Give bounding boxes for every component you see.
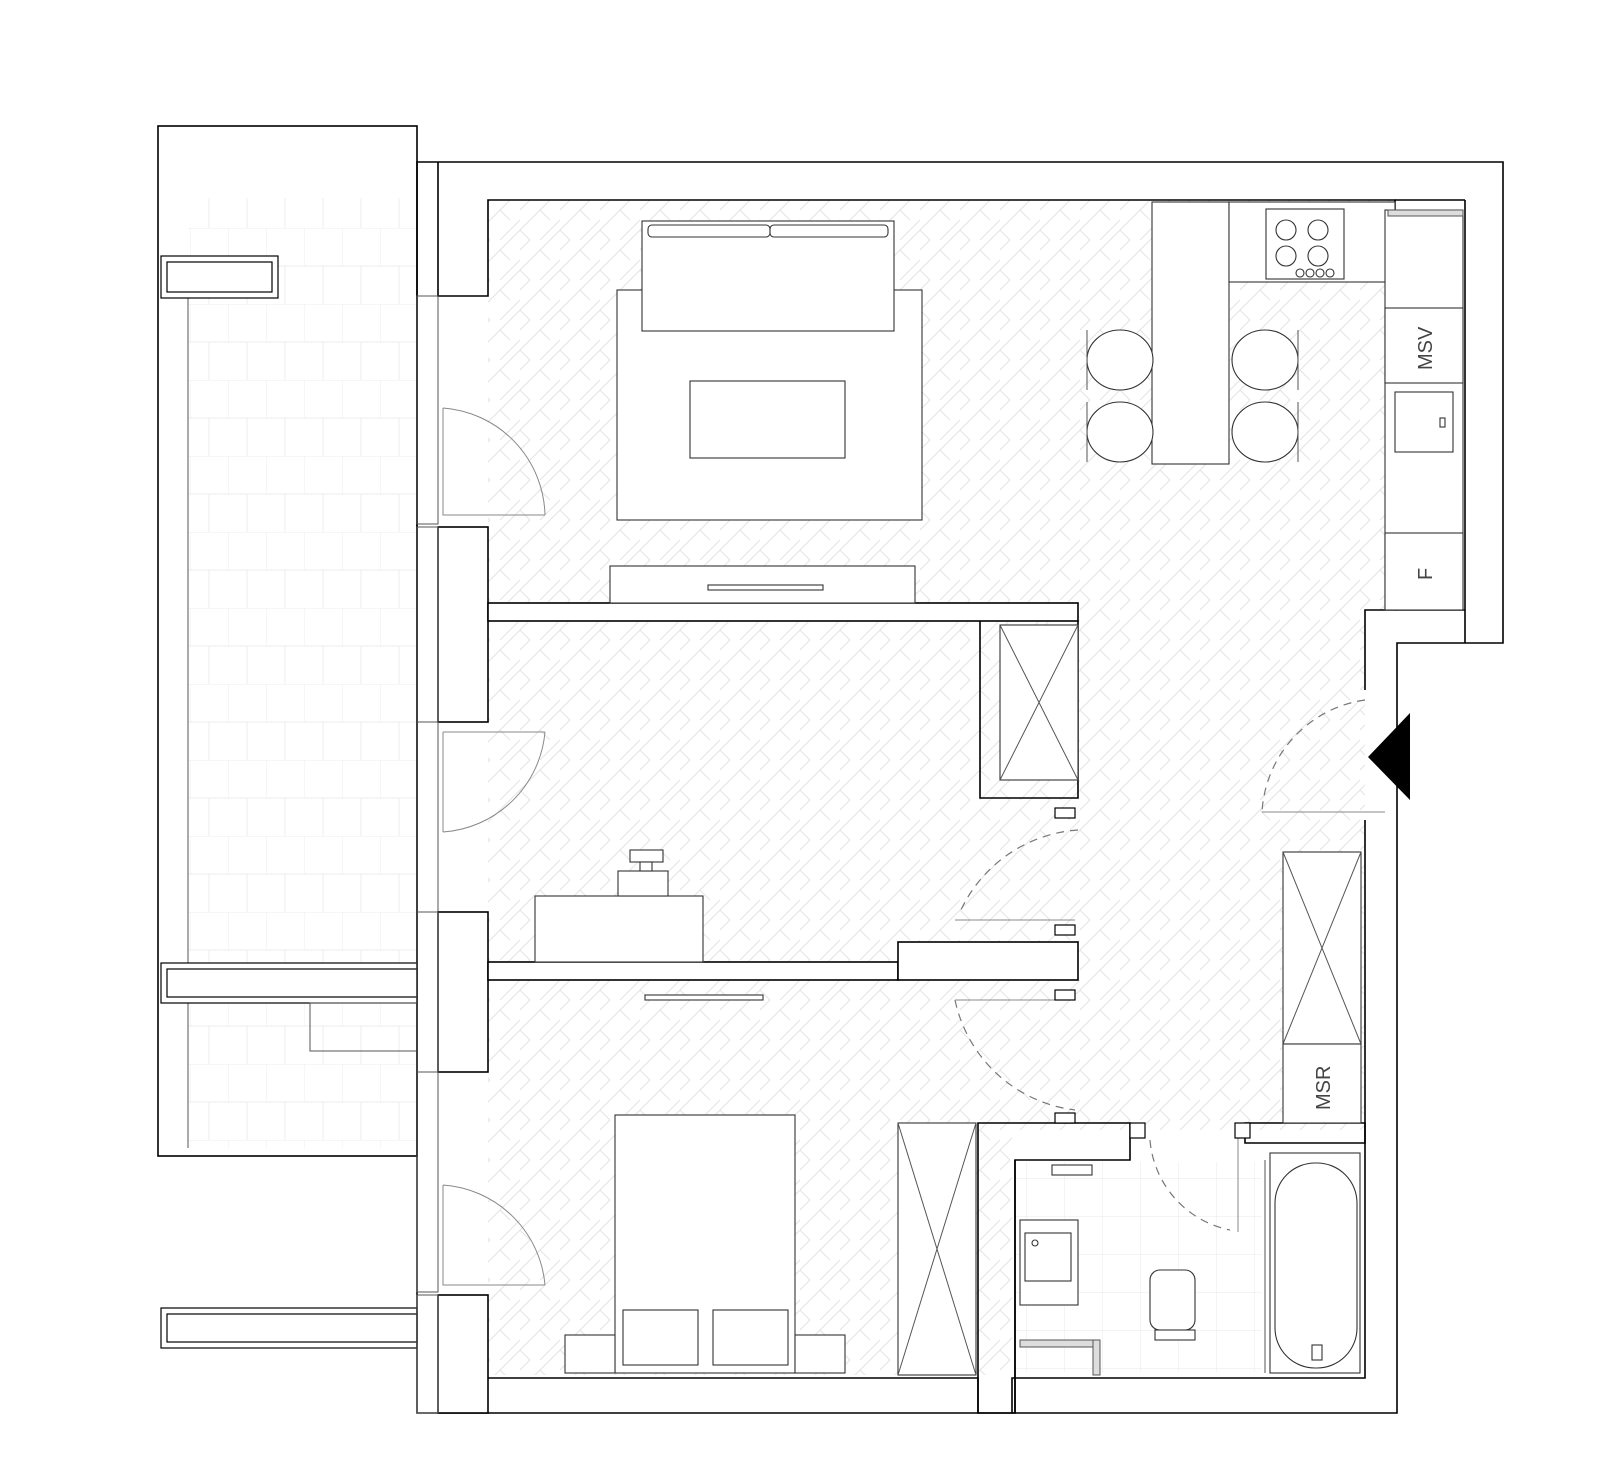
msr-label: MSR	[1313, 1066, 1335, 1110]
bathroom	[1019, 209, 1464, 1376]
balcony	[157, 125, 418, 1349]
living-room	[609, 220, 923, 604]
closets: MSR	[897, 624, 1362, 1376]
bedroom	[564, 1114, 846, 1374]
msv-label: MSV	[1415, 326, 1437, 370]
interior-walls	[487, 602, 1366, 1414]
study-room	[534, 849, 764, 1001]
interior-doors	[954, 699, 1385, 1232]
entrance-arrow-icon	[1368, 713, 1410, 800]
kitchen: MSV F	[1086, 201, 1464, 611]
f-label: F	[1415, 568, 1437, 580]
west-windows	[416, 295, 546, 1414]
